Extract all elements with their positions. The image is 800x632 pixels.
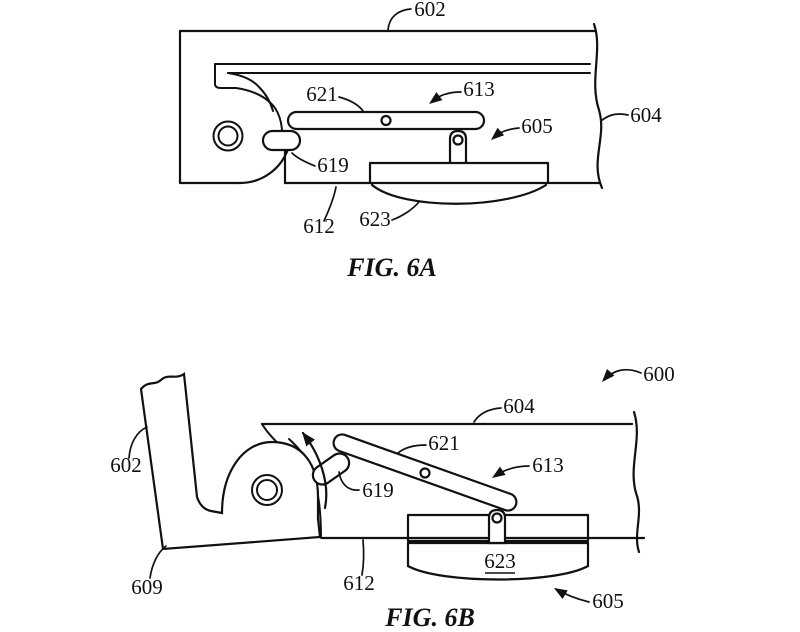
lever-pivot-hole xyxy=(419,467,431,479)
arrowhead-605 xyxy=(491,127,505,140)
rotation-arrowhead xyxy=(302,432,315,447)
keycap-body-623 xyxy=(368,161,550,185)
hinge-pin-outer-ring xyxy=(251,474,283,506)
ref-612: 612 xyxy=(343,571,375,595)
ref-605: 605 xyxy=(592,589,624,613)
hinge-hub-arc xyxy=(238,147,290,185)
leader-602 xyxy=(128,426,148,459)
leader-609 xyxy=(149,545,167,579)
ref-619: 619 xyxy=(362,478,394,502)
ref-623: 623 xyxy=(484,549,516,573)
ref-602: 602 xyxy=(414,0,446,21)
arrowhead-613 xyxy=(492,466,506,478)
link-pin-hole xyxy=(452,134,464,146)
leader-619 xyxy=(338,471,360,491)
lever-pivot-hole xyxy=(380,114,392,127)
ref-613: 613 xyxy=(532,453,564,477)
leader-621 xyxy=(397,444,427,454)
arrowhead-600 xyxy=(602,368,615,382)
ref-604: 604 xyxy=(503,394,535,418)
ref-605: 605 xyxy=(521,114,553,138)
ref-600: 600 xyxy=(643,362,675,386)
leader-612 xyxy=(361,539,365,576)
leader-619 xyxy=(291,152,316,167)
ref-612: 612 xyxy=(303,214,335,238)
keycap-curved-bottom xyxy=(406,564,590,581)
ref-623: 623 xyxy=(359,207,391,231)
housing-left-bottom-edge xyxy=(178,29,242,185)
tab-619 xyxy=(311,452,351,486)
leader-602 xyxy=(387,8,412,31)
ref-621: 621 xyxy=(428,431,460,455)
hinge-pin-inner-ring xyxy=(217,125,239,147)
caption-fig-6a: FIG. 6A xyxy=(346,253,437,282)
figure-6a: 602 604 621 613 605 619 612 623 FIG. 6A xyxy=(178,0,662,282)
channel-outer-wall xyxy=(214,63,283,131)
break-line xyxy=(592,22,604,190)
ref-609: 609 xyxy=(131,575,163,599)
ref-613: 613 xyxy=(463,77,495,101)
ref-621: 621 xyxy=(306,82,338,106)
leader-621 xyxy=(338,96,364,112)
leader-612 xyxy=(323,186,337,222)
tab-619 xyxy=(261,129,302,152)
figure-6b: 600 604 621 613 619 602 609 612 623 605 … xyxy=(110,362,675,632)
arrowhead-605 xyxy=(554,588,568,599)
ref-604: 604 xyxy=(630,103,662,127)
leader-604 xyxy=(600,113,629,122)
channel-inner-wall xyxy=(227,72,274,112)
arrowhead-613 xyxy=(429,92,443,104)
break-line xyxy=(632,410,641,554)
rotated-lid-602-bracket xyxy=(139,371,322,551)
leader-623 xyxy=(391,201,420,221)
leader-604 xyxy=(473,407,502,423)
caption-fig-6b: FIG. 6B xyxy=(384,603,475,632)
keycap-curved-bottom xyxy=(370,183,548,205)
hinge-pin-inner-ring xyxy=(256,479,278,501)
hinge-pin-outer-ring xyxy=(212,120,244,152)
link-pin-hole xyxy=(491,512,503,524)
ref-619: 619 xyxy=(317,153,349,177)
ref-602: 602 xyxy=(110,453,142,477)
